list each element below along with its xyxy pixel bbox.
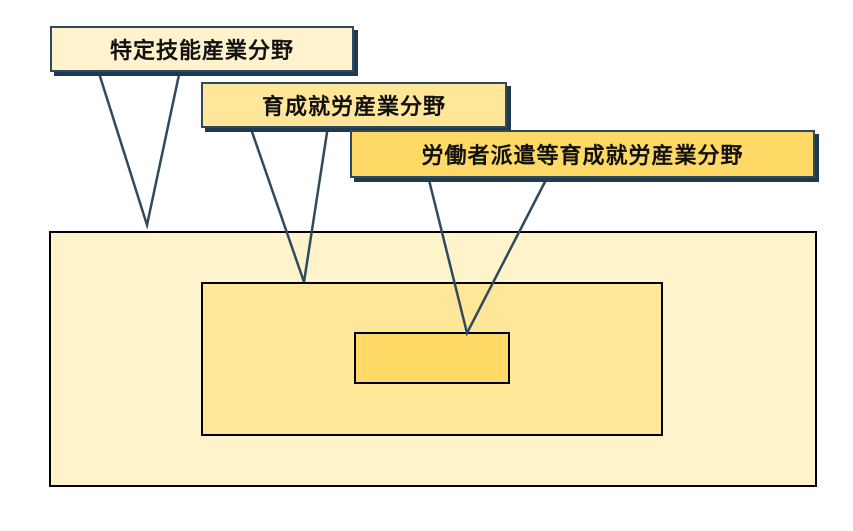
middle-callout-line	[248, 125, 330, 283]
inner-field-label: 労働者派遣等育成就労産業分野	[350, 130, 815, 178]
inner-callout-line	[426, 175, 550, 337]
outer-field-label: 特定技能産業分野	[50, 26, 354, 72]
inner-field-box	[354, 332, 510, 384]
outer-callout-line	[96, 69, 182, 230]
middle-field-label: 育成就労産業分野	[201, 82, 507, 128]
